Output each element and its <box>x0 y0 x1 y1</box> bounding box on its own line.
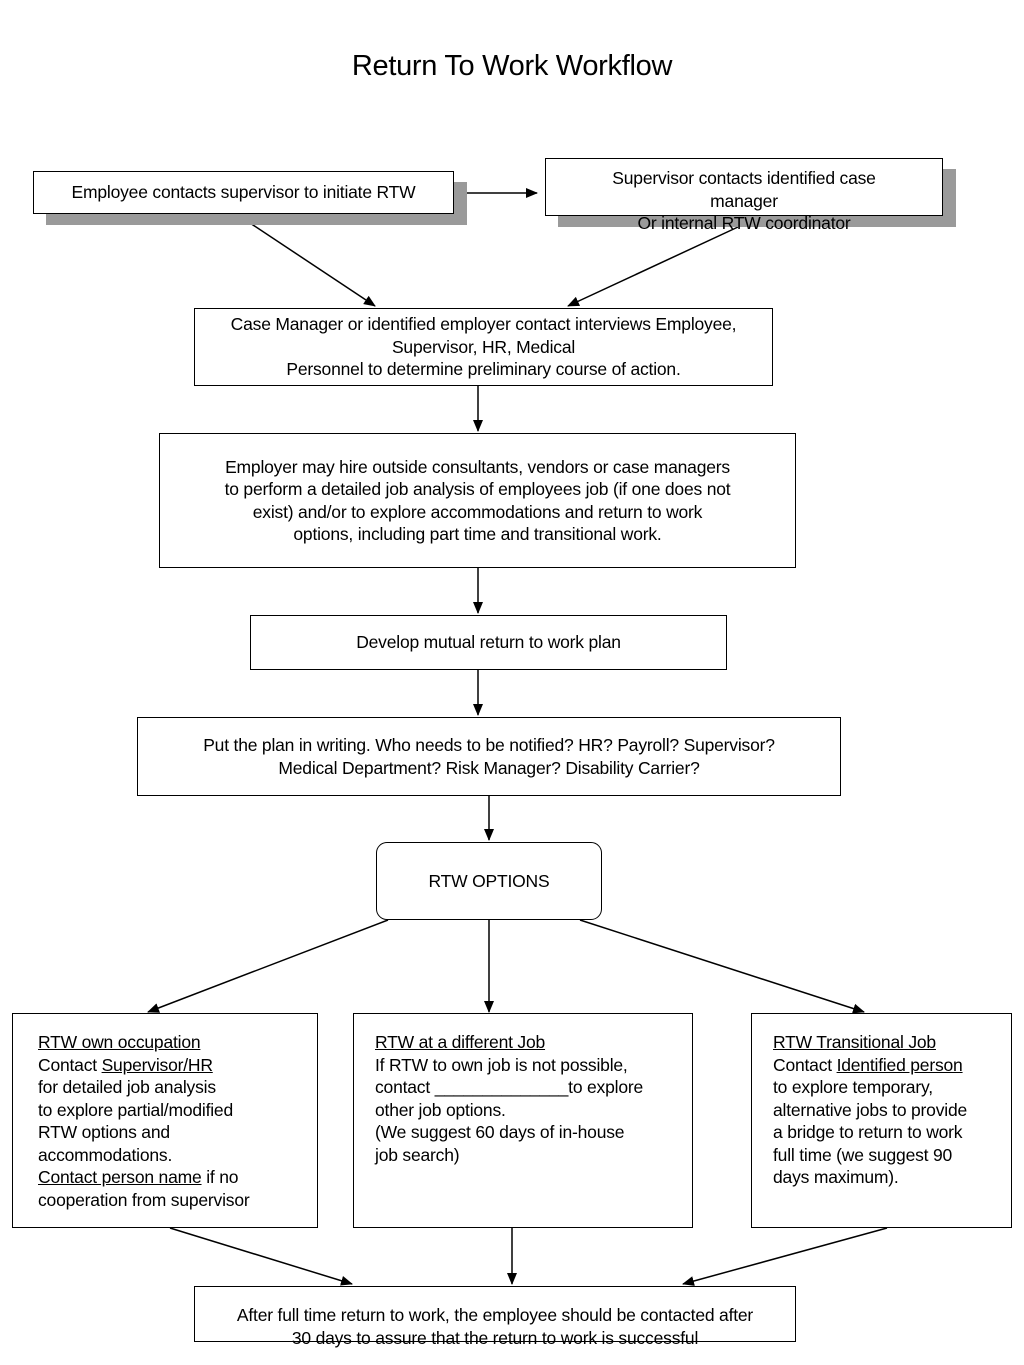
arrow-options-to-own <box>147 919 389 1013</box>
contact-suffix: to explore <box>568 1077 644 1097</box>
develop-plan-text: Develop mutual return to work plan <box>356 632 621 653</box>
supervisor-contacts-line: manager <box>710 190 778 211</box>
employer-hire-line: to perform a detailed job analysis of em… <box>224 479 731 499</box>
transitional-job-heading: RTW Transitional Job <box>773 1032 936 1052</box>
employer-hire-box: Employer may hire outside consultants, v… <box>159 433 796 568</box>
own-occupation-line: RTW options and <box>38 1122 170 1142</box>
arrow-supervisor-to-case-manager <box>567 226 739 307</box>
after-full-time-line: 30 days to assure that the return to wor… <box>291 1327 699 1348</box>
identified-person-link: Identified person <box>836 1054 963 1075</box>
contact-prefix: Contact <box>773 1054 837 1075</box>
different-job-line: other job options. <box>375 1099 506 1120</box>
arrow-transitional-to-after <box>682 1227 888 1286</box>
transitional-job-line: to explore temporary, <box>773 1077 933 1097</box>
own-occupation-heading: RTW own occupation <box>38 1032 201 1052</box>
page-title: Return To Work Workflow <box>351 50 673 82</box>
contact-prefix: contact <box>375 1077 435 1097</box>
transitional-job-line: a bridge to return to work <box>773 1122 963 1142</box>
contact-person-name-link: Contact person name <box>38 1167 202 1187</box>
employer-hire-line: Employer may hire outside consultants, v… <box>225 456 730 477</box>
own-occupation-line: accommodations. <box>38 1144 173 1165</box>
employee-contacts-box: Employee contacts supervisor to initiate… <box>33 171 454 214</box>
after-full-time-line: After full time return to work, the empl… <box>236 1305 754 1325</box>
different-job-box: RTW at a different Job If RTW to own job… <box>353 1013 693 1228</box>
transitional-job-line: full time (we suggest 90 <box>773 1144 953 1165</box>
arrow-options-to-transitional <box>579 919 865 1014</box>
different-job-line: (We suggest 60 days of in-house <box>375 1122 625 1142</box>
transitional-job-contact-line: Contact Identified person <box>773 1054 1001 1077</box>
employer-hire-line: options, including part time and transit… <box>293 524 662 544</box>
own-occupation-line: for detailed job analysis <box>38 1077 216 1097</box>
own-occupation-contact-name-line: Contact person name if no <box>38 1166 307 1189</box>
rtw-options-box: RTW OPTIONS <box>376 842 602 920</box>
employee-contacts-text: Employee contacts supervisor to initiate… <box>71 182 416 203</box>
contact-prefix: Contact <box>38 1054 102 1075</box>
case-manager-line: Personnel to determine preliminary cours… <box>286 359 681 380</box>
own-occupation-box: RTW own occupation Contact Supervisor/HR… <box>12 1013 318 1228</box>
contact-blank: ______________ <box>434 1077 569 1097</box>
different-job-heading: RTW at a different Job <box>375 1032 546 1052</box>
rtw-options-text: RTW OPTIONS <box>428 870 550 891</box>
case-manager-line: Supervisor, HR, Medical <box>391 336 576 357</box>
case-manager-line: Case Manager or identified employer cont… <box>230 314 737 335</box>
put-in-writing-box: Put the plan in writing. Who needs to be… <box>137 717 841 796</box>
put-in-writing-line: Medical Department? Risk Manager? Disabi… <box>278 757 700 778</box>
case-manager-box: Case Manager or identified employer cont… <box>194 308 773 386</box>
own-occupation-contact-line: Contact Supervisor/HR <box>38 1054 307 1077</box>
after-full-time-box: After full time return to work, the empl… <box>194 1286 796 1348</box>
different-job-contact-line: contact ______________to explore <box>375 1076 682 1099</box>
develop-plan-box: Develop mutual return to work plan <box>250 615 727 670</box>
supervisor-contacts-box: Supervisor contacts identified case mana… <box>545 158 943 233</box>
supervisor-hr-link: Supervisor/HR <box>101 1054 213 1075</box>
different-job-line: job search) <box>375 1144 460 1165</box>
transitional-job-line: days maximum). <box>773 1167 899 1187</box>
transitional-job-line: alternative jobs to provide <box>773 1099 968 1120</box>
put-in-writing-line: Put the plan in writing. Who needs to be… <box>203 735 775 755</box>
employer-hire-line: exist) and/or to explore accommodations … <box>252 501 703 522</box>
supervisor-contacts-line: Or internal RTW coordinator <box>637 213 851 233</box>
own-occupation-line: cooperation from supervisor <box>38 1189 250 1210</box>
arrow-employee-to-case-manager <box>237 214 376 307</box>
arrow-own-to-after <box>169 1227 353 1286</box>
contact-name-suffix: if no <box>201 1167 239 1187</box>
supervisor-contacts-line: Supervisor contacts identified case <box>612 168 876 188</box>
own-occupation-line: to explore partial/modified <box>38 1099 233 1120</box>
different-job-line: If RTW to own job is not possible, <box>375 1054 628 1075</box>
transitional-job-box: RTW Transitional Job Contact Identified … <box>751 1013 1012 1228</box>
